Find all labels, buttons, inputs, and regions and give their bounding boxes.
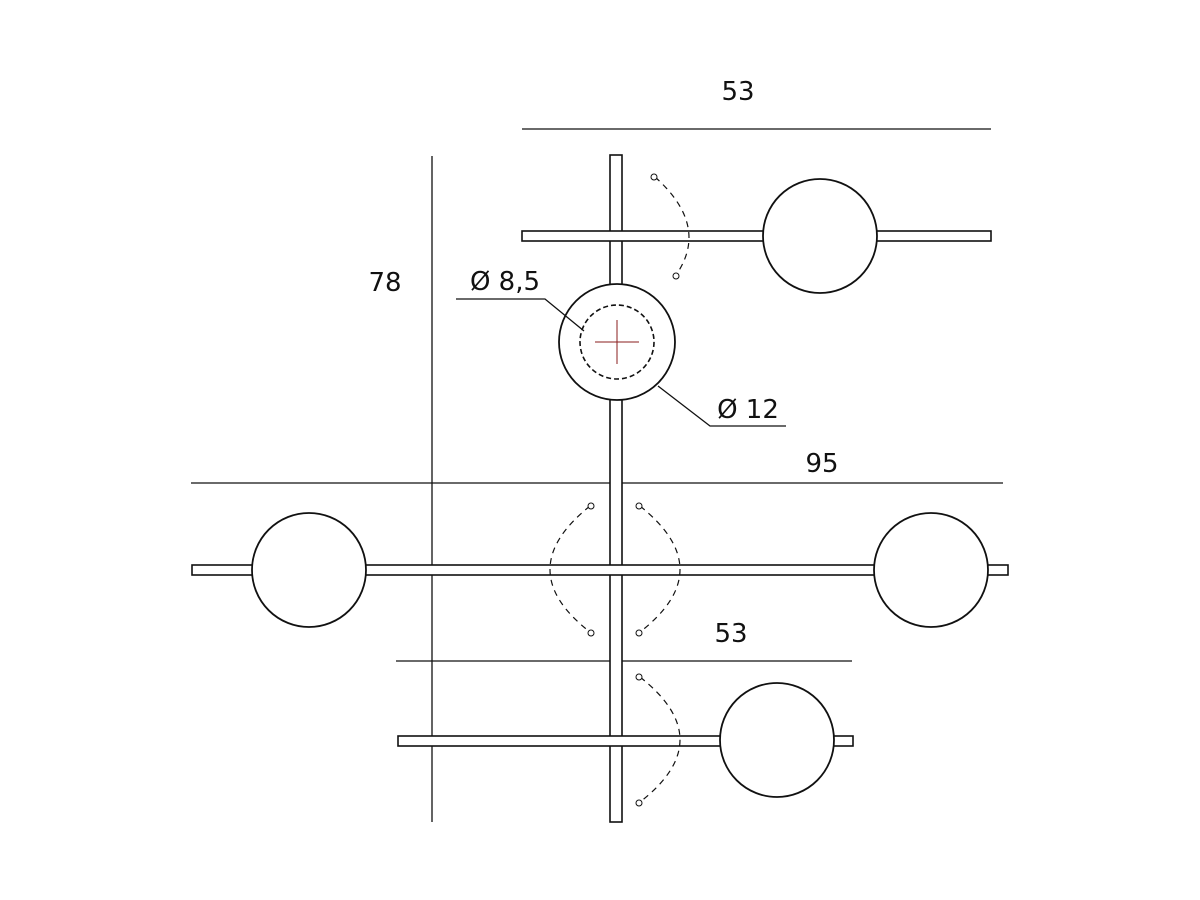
top-arc-end-dot	[672, 272, 680, 280]
middle-left-arc-end-dot	[587, 629, 595, 637]
inner-diameter-label: Ø 8,5	[470, 267, 540, 297]
bottom-right-globe	[719, 682, 835, 798]
bottom-width-label: 53	[714, 619, 747, 649]
top-arm-junction	[611, 232, 621, 240]
bottom-arm-junction	[611, 737, 621, 745]
inner-diameter-leader	[456, 298, 585, 332]
bottom-rotation-arc	[639, 676, 681, 803]
middle-right-arc-end-dot	[635, 629, 643, 637]
mounting-hole-inner	[579, 304, 655, 380]
top-right-globe	[762, 178, 878, 294]
height-label: 78	[368, 268, 401, 298]
middle-left-arc-start-dot	[587, 502, 595, 510]
top-horizontal-arm	[521, 230, 992, 242]
bottom-arc-start-dot	[635, 673, 643, 681]
top-arc-start-dot	[650, 173, 658, 181]
middle-arm-junction	[611, 566, 621, 574]
middle-left-rotation-arc	[549, 505, 591, 633]
bottom-horizontal-arm	[397, 735, 854, 747]
middle-right-arc-start-dot	[635, 502, 643, 510]
outer-diameter-leader	[657, 385, 786, 427]
middle-right-rotation-arc	[639, 505, 681, 633]
top-width-label: 53	[721, 77, 754, 107]
bottom-arc-end-dot	[635, 799, 643, 807]
middle-width-label: 95	[805, 449, 838, 479]
top-rotation-arc	[654, 176, 690, 276]
middle-right-globe	[873, 512, 989, 628]
vertical-central-bar	[609, 154, 623, 823]
middle-horizontal-arm	[191, 564, 1009, 576]
outer-diameter-label: Ø 12	[717, 395, 779, 425]
middle-left-globe	[251, 512, 367, 628]
